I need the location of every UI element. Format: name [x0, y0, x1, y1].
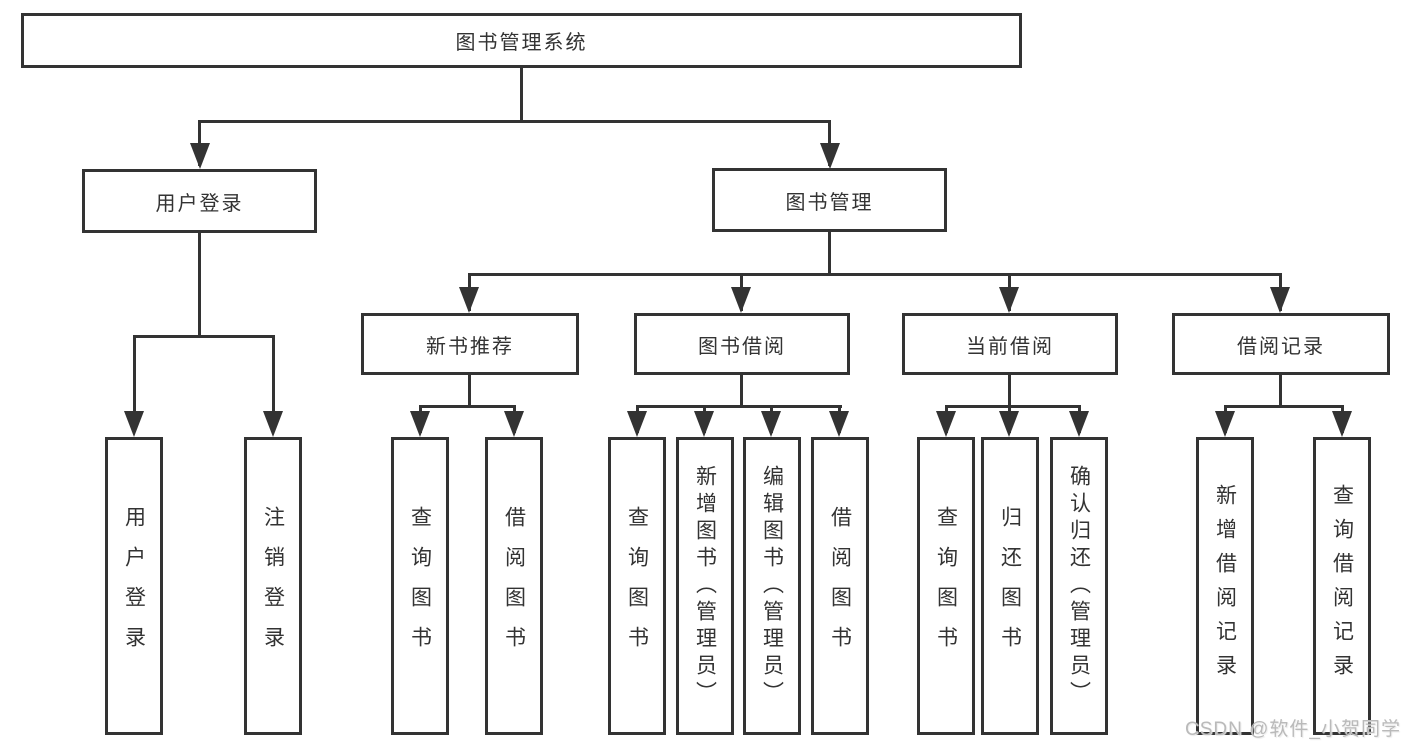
arrow-down-icon	[627, 411, 647, 437]
node-root-library-system: 图书管理系统	[21, 13, 1022, 68]
connector-bookmgmt-bar	[468, 273, 1282, 276]
connector-records-stem	[1279, 375, 1282, 408]
leaf-add-book-admin: 新增图书（管理员）	[676, 437, 734, 735]
leaf-add-borrow-record: 新增借阅记录	[1196, 437, 1254, 735]
arrow-down-icon	[999, 287, 1019, 313]
leaf-query-books-recommend: 查询图书	[391, 437, 449, 735]
leaf-borrow-books-borrowing-label: 借阅图书	[828, 506, 852, 666]
arrow-down-icon	[410, 411, 430, 437]
leaf-query-books-borrowing-label: 查询图书	[625, 506, 649, 666]
arrow-down-icon	[504, 411, 524, 437]
node-user-login-branch: 用户登录	[82, 169, 317, 233]
arrow-down-icon	[761, 411, 781, 437]
leaf-borrow-books-borrowing: 借阅图书	[811, 437, 869, 735]
connector-current-bar	[945, 405, 1081, 408]
node-book-borrowing: 图书借阅	[634, 313, 850, 375]
leaf-confirm-return-admin: 确认归还（管理员）	[1050, 437, 1108, 735]
arrow-down-icon	[731, 287, 751, 313]
leaf-query-books-recommend-label: 查询图书	[408, 506, 432, 666]
connector-root-stem	[520, 68, 523, 120]
leaf-edit-book-admin: 编辑图书（管理员）	[743, 437, 801, 735]
connector-to-leaf-logout	[272, 335, 275, 431]
connector-userlogin-bar	[133, 335, 275, 338]
connector-records-bar	[1224, 405, 1344, 408]
node-new-book-recommend: 新书推荐	[361, 313, 579, 375]
connector-newbook-stem	[468, 375, 471, 408]
connector-bookmgmt-stem	[828, 232, 831, 275]
leaf-return-book-label: 归还图书	[998, 506, 1022, 666]
arrow-down-icon	[190, 143, 210, 169]
connector-root-bar	[198, 120, 831, 123]
connector-to-leaf-user-login	[133, 335, 136, 431]
leaf-add-book-admin-label: 新增图书（管理员）	[693, 464, 717, 708]
leaf-query-borrow-record: 查询借阅记录	[1313, 437, 1371, 735]
leaf-user-login-label: 用户登录	[122, 506, 146, 666]
leaf-query-books-current-label: 查询图书	[934, 506, 958, 666]
leaf-query-books-current: 查询图书	[917, 437, 975, 735]
arrow-down-icon	[694, 411, 714, 437]
arrow-down-icon	[459, 287, 479, 313]
leaf-logout-label: 注销登录	[261, 506, 285, 666]
arrow-down-icon	[1332, 411, 1352, 437]
arrow-down-icon	[263, 411, 283, 437]
connector-current-stem	[1008, 375, 1011, 408]
arrow-down-icon	[1270, 287, 1290, 313]
arrow-down-icon	[1215, 411, 1235, 437]
leaf-return-book: 归还图书	[981, 437, 1039, 735]
arrow-down-icon	[936, 411, 956, 437]
connector-newbook-bar	[419, 405, 516, 408]
arrow-down-icon	[124, 411, 144, 437]
leaf-logout: 注销登录	[244, 437, 302, 735]
arrow-down-icon	[820, 143, 840, 169]
leaf-confirm-return-admin-label: 确认归还（管理员）	[1067, 464, 1091, 708]
node-borrowing-records: 借阅记录	[1172, 313, 1390, 375]
leaf-borrow-books-recommend: 借阅图书	[485, 437, 543, 735]
arrow-down-icon	[1069, 411, 1089, 437]
leaf-query-borrow-record-label: 查询借阅记录	[1330, 484, 1354, 688]
connector-borrowing-bar	[636, 405, 842, 408]
csdn-watermark: CSDN @软件_小贺同学	[1185, 719, 1401, 740]
arrow-down-icon	[829, 411, 849, 437]
connector-borrowing-stem	[740, 375, 743, 408]
connector-userlogin-stem	[198, 233, 201, 335]
leaf-add-borrow-record-label: 新增借阅记录	[1213, 484, 1237, 688]
arrow-down-icon	[999, 411, 1019, 437]
leaf-user-login: 用户登录	[105, 437, 163, 735]
leaf-query-books-borrowing: 查询图书	[608, 437, 666, 735]
node-book-management-branch: 图书管理	[712, 168, 947, 232]
leaf-borrow-books-recommend-label: 借阅图书	[502, 506, 526, 666]
leaf-edit-book-admin-label: 编辑图书（管理员）	[760, 464, 784, 708]
node-current-borrowing: 当前借阅	[902, 313, 1118, 375]
